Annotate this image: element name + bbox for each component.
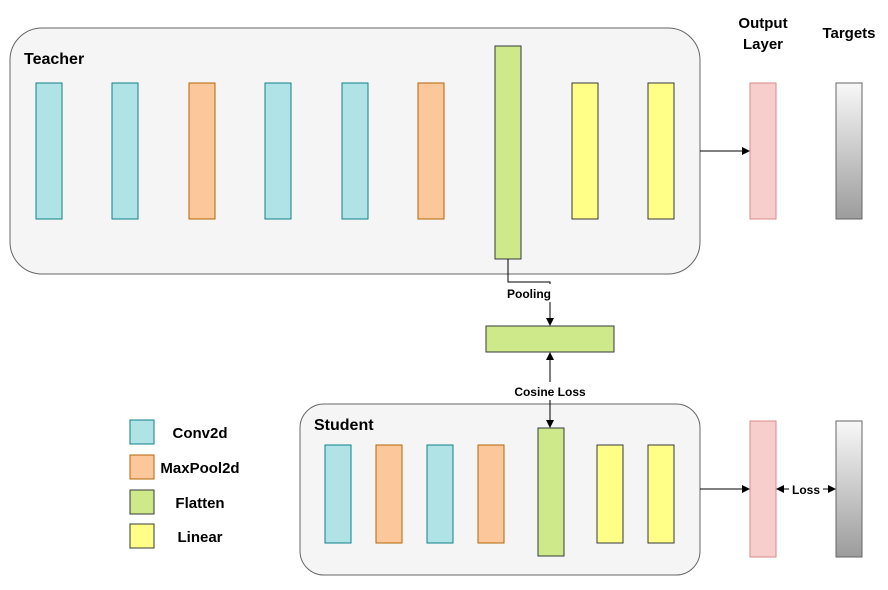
teacher-targets (835, 82, 863, 220)
student-label: Student (314, 417, 374, 434)
pooling-arrow (507, 259, 554, 326)
targets-header: Targets (822, 25, 875, 42)
teacher-conv2d-layer-2 (111, 82, 139, 220)
teacher-layers (35, 45, 675, 260)
student-targets (835, 420, 863, 558)
teacher-maxpool2d-layer-6 (417, 82, 445, 220)
teacher-conv2d-layer-5 (341, 82, 369, 220)
teacher-output-layer (749, 82, 777, 220)
teacher-label: Teacher (24, 51, 84, 68)
cosine-loss-label-bg (506, 382, 594, 400)
student-maxpool2d-layer-4 (477, 444, 505, 544)
teacher-conv2d-layer-1 (35, 82, 63, 220)
legend-label-linear: Linear (177, 529, 222, 546)
legend-label-conv2d: Conv2d (172, 425, 227, 442)
loss-label-bg (789, 481, 823, 497)
legend-label-flatten: Flatten (175, 495, 224, 512)
teacher-maxpool2d-layer-3 (188, 82, 216, 220)
legend-swatch-maxpool2d (129, 454, 155, 480)
pooled-flatten-block (485, 325, 615, 353)
teacher-linear-layer-8 (571, 82, 599, 220)
teacher-flatten-layer-7 (494, 45, 522, 260)
teacher-linear-layer-9 (647, 82, 675, 220)
legend-swatch-flatten (129, 489, 155, 515)
student-linear-layer-6 (596, 444, 624, 544)
cosine-loss-label: Cosine Loss (514, 385, 586, 399)
legend-swatch-conv2d (129, 419, 155, 445)
student-flatten-layer-5 (537, 427, 565, 557)
output-layer-header-line2: Layer (743, 36, 783, 53)
student-maxpool2d-layer-2 (375, 444, 403, 544)
pooling-label-bg (500, 284, 560, 302)
student-layers (324, 427, 675, 557)
loss-label: Loss (792, 483, 820, 497)
teacher-conv2d-layer-4 (264, 82, 292, 220)
student-output-layer (749, 420, 777, 558)
student-conv2d-layer-3 (426, 444, 454, 544)
student-conv2d-layer-1 (324, 444, 352, 544)
legend-swatch-linear (129, 523, 155, 549)
output-layer-header-line1: Output (738, 15, 787, 32)
legend-label-maxpool2d: MaxPool2d (160, 460, 239, 477)
student-linear-layer-7 (647, 444, 675, 544)
pooling-label: Pooling (507, 287, 551, 301)
